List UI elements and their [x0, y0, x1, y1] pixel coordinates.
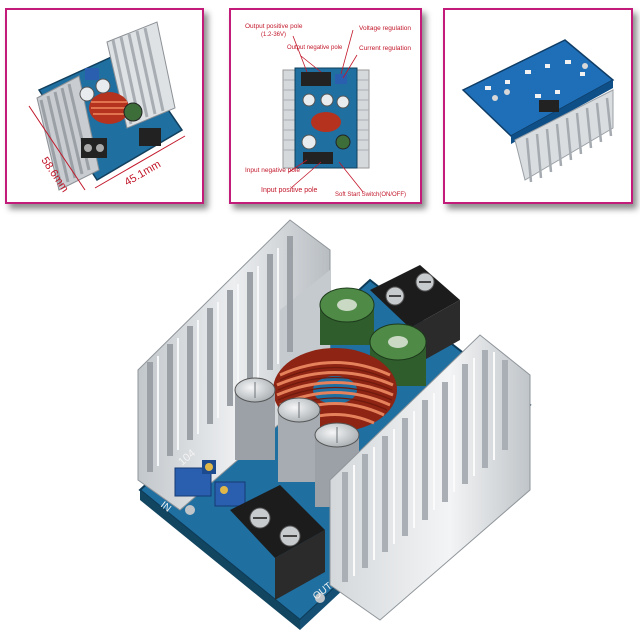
toroid-inductor-icon	[311, 112, 341, 132]
heatsink	[514, 89, 614, 183]
dimension-height-label: 45.1mm	[123, 158, 163, 188]
label-output-voltage-range: (1.2-36V)	[261, 32, 286, 38]
thumbnail-pinout: Output positive pole (1.2-36V) Output ne…	[229, 8, 422, 204]
output-terminal	[301, 72, 331, 86]
potentiometer-icon	[335, 74, 347, 84]
thumbnail-dimensions: 58.6mm 45.1mm	[5, 8, 204, 204]
terminal-block-icon	[81, 128, 161, 158]
capacitor-icon	[79, 78, 143, 122]
terminal-block-output	[370, 265, 460, 368]
toroid-inductor-icon	[89, 92, 129, 124]
heatsink-right	[329, 334, 531, 621]
board-pinout-photo: Output positive pole (1.2-36V) Output ne…	[245, 23, 411, 198]
label-output-positive: Output positive pole	[245, 23, 303, 30]
board-dimensions-photo: 58.6mm 45.1mm	[28, 21, 186, 195]
board-back-photo	[461, 39, 615, 183]
label-voltage-regulation: Voltage regulation	[359, 25, 411, 32]
label-input-negative: Input negative pole	[245, 167, 300, 174]
label-input-positive: Input positive pole	[261, 187, 318, 194]
thumbnail-back	[443, 8, 633, 204]
label-output-negative: Output negative pole	[287, 45, 343, 51]
input-terminal	[303, 152, 333, 164]
main-board-photo: 104	[120, 210, 540, 635]
label-current-regulation: Current regulation	[359, 45, 411, 52]
label-soft-start: Soft Start Switch(ON/OFF)	[335, 192, 406, 198]
potentiometer-icon	[85, 68, 99, 80]
potentiometer[interactable]: 104	[174, 447, 246, 507]
terminal-block-input	[230, 485, 325, 600]
